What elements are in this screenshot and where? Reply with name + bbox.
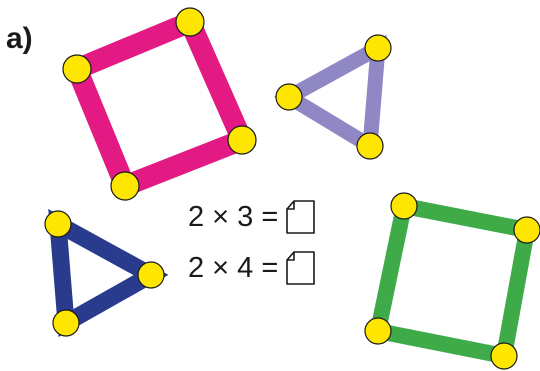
joint-dot	[391, 193, 417, 219]
stick-frame	[378, 206, 527, 356]
joint-dot	[53, 310, 79, 336]
joint-dot	[365, 318, 391, 344]
joint-dot	[228, 126, 256, 154]
joint-dot	[365, 35, 391, 61]
joint-dot	[357, 133, 383, 159]
part-label: a)	[6, 22, 33, 56]
joint-dot	[276, 84, 302, 110]
equation-text: 2 × 4 =	[188, 252, 278, 285]
stick-frame	[58, 224, 151, 323]
answer-box-icon[interactable]	[285, 250, 316, 286]
pink-square	[63, 8, 256, 200]
joint-dot	[63, 55, 91, 83]
joint-dot	[138, 262, 164, 288]
answer-box-icon[interactable]	[285, 199, 316, 235]
joint-dot	[514, 217, 540, 243]
navy-triangle	[45, 211, 164, 336]
joint-dot	[176, 8, 204, 36]
joint-dot	[491, 343, 517, 369]
joint-dot	[111, 172, 139, 200]
stick-frame	[77, 22, 242, 186]
purple-triangle	[276, 35, 391, 159]
equation-text: 2 × 3 =	[188, 201, 278, 234]
equation-row-1: 2 × 3 =	[188, 199, 316, 235]
joint-dot	[45, 211, 71, 237]
equation-row-2: 2 × 4 =	[188, 250, 316, 286]
green-square	[365, 193, 540, 369]
